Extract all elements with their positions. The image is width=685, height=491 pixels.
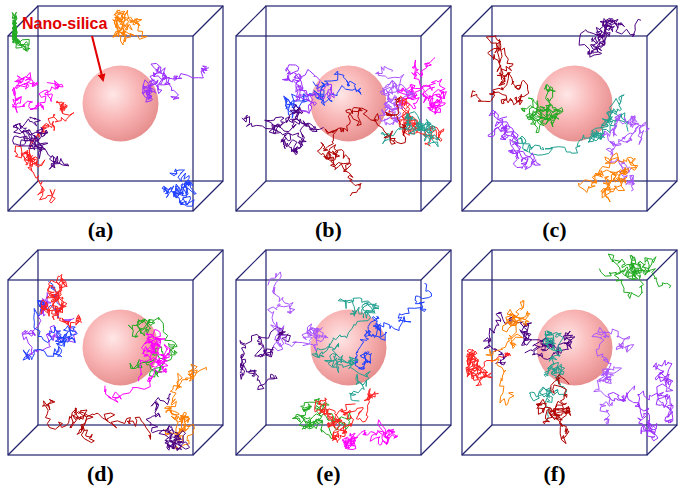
box-edge (647, 181, 677, 211)
box-edge (8, 425, 38, 455)
polymer-chain (514, 95, 628, 155)
box-edge (236, 250, 266, 280)
polymer-chain (376, 66, 415, 125)
box-edge (236, 425, 266, 455)
box-edge (421, 6, 451, 36)
nano-silica-sphere (83, 66, 159, 142)
polymer-chain (483, 312, 575, 365)
box-edge (421, 181, 451, 211)
panel-label: (e) (316, 461, 340, 487)
nano-silica-sphere (311, 310, 387, 386)
polymer-chain (578, 153, 637, 202)
polymer-chain (599, 254, 670, 299)
box-edge (462, 181, 492, 211)
polymer-chain (312, 298, 379, 401)
box-edge (266, 6, 451, 181)
callout-label: Nano-silica (22, 14, 107, 34)
box-edge (236, 6, 266, 36)
polymer-chain (317, 97, 406, 196)
box-edge (236, 280, 421, 455)
panel-label: (b) (315, 217, 342, 243)
box-edge (266, 250, 451, 425)
box-edge (8, 280, 193, 455)
box-edge (236, 36, 421, 211)
box-edge (421, 250, 451, 280)
box-edge (193, 181, 223, 211)
box-edge (462, 250, 492, 280)
polymer-chain (12, 73, 63, 113)
polymer-chain (105, 330, 170, 403)
polymer-chain (592, 327, 634, 424)
polymer-chain (471, 36, 529, 105)
polymer-chain (15, 101, 74, 203)
polymer-chain (162, 169, 196, 206)
polymer-chain (521, 85, 563, 133)
box-edge (38, 6, 223, 181)
box-edge (8, 181, 38, 211)
polymer-chain (486, 300, 530, 405)
polymer-chain (608, 360, 673, 441)
polymer-chain (146, 394, 190, 451)
box-edge (236, 181, 266, 211)
panel-label: (d) (87, 461, 114, 487)
polymer-chain (142, 63, 209, 102)
panel-label: (f) (544, 461, 566, 487)
box-edge (462, 425, 492, 455)
polymer-chain (579, 18, 641, 57)
leader-arrow (92, 36, 103, 80)
box-edge (193, 250, 223, 280)
polymer-chain (13, 117, 69, 169)
box-edge (193, 425, 223, 455)
box-edge (193, 6, 223, 36)
polymer-chain (42, 400, 151, 443)
polymer-chain (41, 274, 82, 328)
box-edge (647, 6, 677, 36)
polymer-chain (282, 65, 334, 114)
box-edge (462, 280, 647, 455)
box-edge (421, 425, 451, 455)
box-edge (492, 6, 677, 181)
box-edge (38, 250, 223, 425)
box-edge (8, 36, 193, 211)
polymer-chain (355, 284, 432, 370)
panel-label: (c) (542, 217, 566, 243)
polymer-chain (242, 105, 324, 155)
box-edge (462, 36, 647, 211)
box-edge (8, 250, 38, 280)
polymer-chain (268, 272, 329, 351)
polymer-chain (602, 114, 649, 191)
polymer-chain (240, 327, 290, 390)
polymer-chain (113, 10, 147, 45)
nano-silica-sphere (537, 66, 613, 142)
polymer-chain (315, 389, 379, 443)
polymer-chain (536, 375, 570, 444)
box-edge (462, 6, 492, 36)
panel-label: (a) (88, 217, 114, 243)
